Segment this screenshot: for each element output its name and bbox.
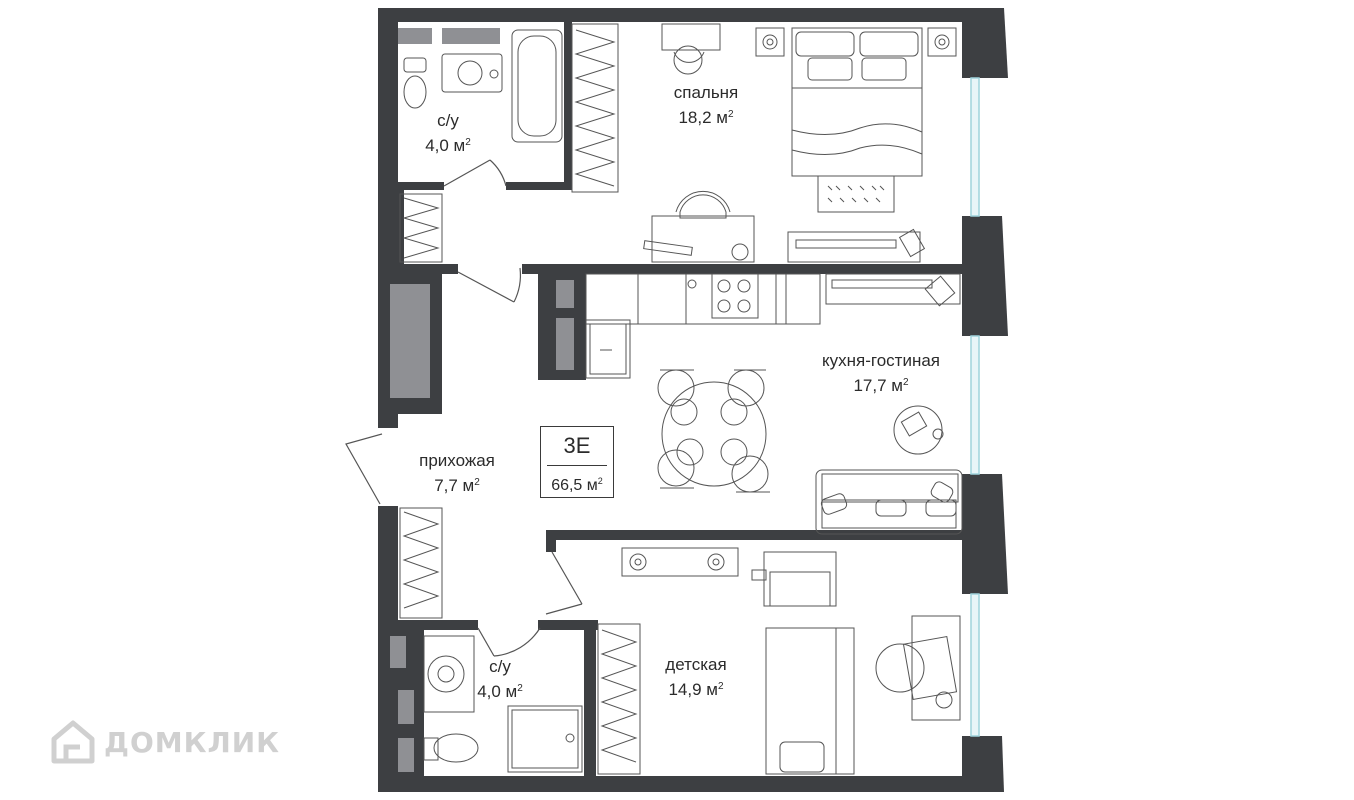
area-unit-power: 2	[517, 683, 523, 694]
windows	[970, 77, 980, 737]
room-kids: детская 14,9 м2	[646, 654, 746, 701]
house-icon	[51, 720, 95, 764]
room-area: 17,7 м2	[798, 372, 964, 397]
room-bedroom: спальня 18,2 м2	[656, 82, 756, 129]
room-kitchen-living: кухня-гостиная 17,7 м2	[798, 350, 964, 397]
area-unit-power: 2	[717, 681, 724, 692]
room-name: спальня	[673, 83, 739, 102]
room-name: прихожая	[419, 451, 495, 470]
area-unit-power: 2	[902, 377, 909, 388]
area-value: 7,7 м	[434, 476, 475, 495]
area-unit-power: 2	[474, 477, 480, 488]
wardrobes	[399, 23, 641, 775]
apartment-code: 3E	[563, 433, 591, 458]
total-area-value: 66,5 м	[551, 477, 598, 494]
watermark-text: ДОМКЛИК	[104, 725, 281, 759]
doors	[345, 159, 583, 657]
area-value: 4,0 м	[425, 136, 466, 155]
room-area: 4,0 м2	[408, 132, 488, 157]
room-name: детская	[665, 655, 727, 674]
area-unit-power: 2	[727, 109, 734, 120]
room-area: 7,7 м2	[402, 472, 512, 497]
apartment-total-area: 66,5 м2	[541, 470, 613, 497]
badge-divider	[547, 465, 607, 466]
room-name: с/у	[489, 657, 511, 676]
area-value: 14,9 м	[668, 680, 718, 699]
watermark-logo: ДОМКЛИК	[50, 712, 280, 772]
room-name: кухня-гостиная	[822, 351, 940, 370]
room-area: 4,0 м2	[460, 678, 540, 703]
total-area-unit-power: 2	[597, 476, 603, 486]
area-unit-power: 2	[465, 137, 471, 148]
area-value: 4,0 м	[477, 682, 518, 701]
room-bathroom-bottom: с/у 4,0 м2	[460, 656, 540, 703]
room-bathroom-top: с/у 4,0 м2	[408, 110, 488, 157]
area-value: 18,2 м	[678, 108, 728, 127]
room-area: 14,9 м2	[646, 676, 746, 701]
room-name: с/у	[437, 111, 459, 130]
closet-blocks	[390, 28, 574, 772]
room-hallway: прихожая 7,7 м2	[402, 450, 512, 497]
area-value: 17,7 м	[853, 376, 903, 395]
walls	[378, 8, 1008, 792]
furniture	[403, 23, 963, 775]
apartment-badge: 3E 66,5 м2	[540, 426, 614, 498]
room-area: 18,2 м2	[656, 104, 756, 129]
